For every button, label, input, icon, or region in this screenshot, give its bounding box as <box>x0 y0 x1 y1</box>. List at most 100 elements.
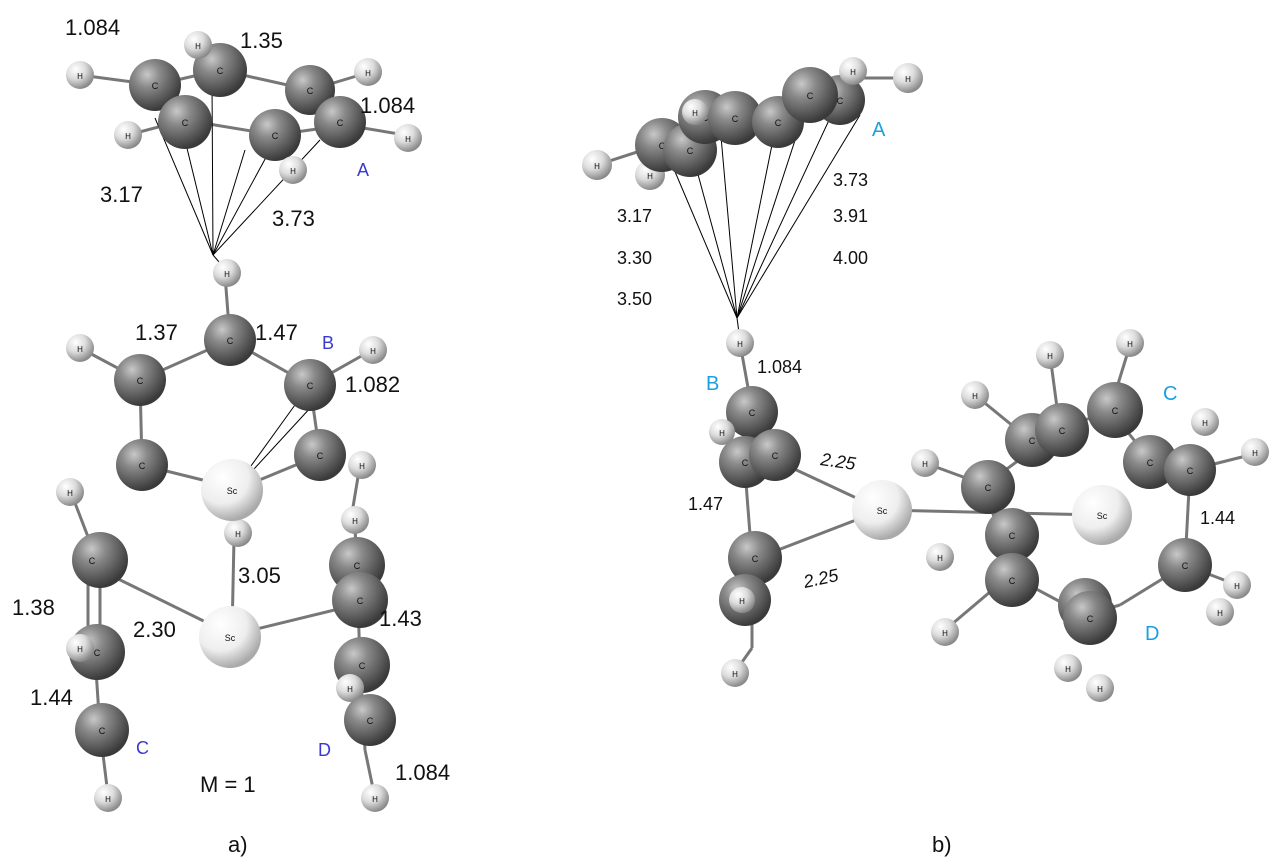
hydrogen-atom: H <box>1054 654 1082 682</box>
hydrogen-atom: H <box>184 31 212 59</box>
hydrogen-atom: H <box>729 587 755 613</box>
hydrogen-atom: H <box>926 543 954 571</box>
svg-text:C: C <box>837 96 844 106</box>
svg-text:H: H <box>732 670 738 679</box>
scandium-atom: Sc <box>201 459 263 521</box>
svg-text:C: C <box>272 131 279 141</box>
hydrogen-atom: H <box>94 784 122 812</box>
hydrogen-atom: H <box>931 618 959 646</box>
fragment-label: D <box>1145 623 1159 645</box>
hydrogen-atom: H <box>341 506 369 534</box>
fragment-label: B <box>706 373 719 395</box>
svg-text:Sc: Sc <box>225 633 236 643</box>
fragment-label: A <box>872 119 886 141</box>
svg-text:H: H <box>405 135 411 144</box>
carbon-atom: C <box>285 65 335 115</box>
hydrogen-atom: H <box>709 419 735 445</box>
svg-text:H: H <box>1047 352 1053 361</box>
carbon-atom: C <box>114 354 166 406</box>
svg-text:C: C <box>1009 531 1016 541</box>
hydrogen-atom: H <box>726 329 754 357</box>
carbon-atom: C <box>708 91 762 145</box>
svg-text:H: H <box>224 270 230 279</box>
distance-label: 1.47 <box>688 494 723 514</box>
carbon-atom: C <box>961 460 1015 514</box>
carbon-atom: C <box>314 96 366 148</box>
carbon-atom: C <box>1063 591 1117 645</box>
svg-text:H: H <box>347 685 353 694</box>
svg-text:C: C <box>1112 406 1119 416</box>
distance-label: 1.44 <box>1200 508 1235 528</box>
hydrogen-atom: H <box>348 451 376 479</box>
svg-text:H: H <box>937 554 943 563</box>
hydrogen-atom: H <box>114 121 142 149</box>
distance-label: 3.30 <box>617 248 652 268</box>
distance-label: 2.25 <box>801 565 841 592</box>
svg-text:H: H <box>125 132 131 141</box>
carbon-atom: C <box>1123 435 1177 489</box>
svg-text:C: C <box>1182 561 1189 571</box>
svg-text:C: C <box>89 556 96 566</box>
hydrogen-atom: H <box>56 478 84 506</box>
hydrogen-atom: H <box>1036 341 1064 369</box>
panel-a-atoms: C C C C C C H H H H H H H C H H C C C C … <box>56 31 422 812</box>
svg-text:C: C <box>752 554 759 564</box>
svg-text:C: C <box>99 726 106 736</box>
hydrogen-atom: H <box>66 61 94 89</box>
distance-label: 3.17 <box>100 182 143 207</box>
carbon-atom: C <box>75 703 129 757</box>
svg-text:C: C <box>357 596 364 606</box>
carbon-atom: C <box>249 109 301 161</box>
carbon-atom: C <box>116 439 168 491</box>
hydrogen-atom: H <box>354 58 382 86</box>
svg-text:H: H <box>942 629 948 638</box>
carbon-atom: C <box>193 43 247 97</box>
hydrogen-atom: H <box>224 519 252 547</box>
hydrogen-atom: H <box>66 334 94 362</box>
svg-text:H: H <box>365 69 371 78</box>
panel-a-fragment-labels: A B C D <box>136 160 369 760</box>
hydrogen-atom: H <box>394 124 422 152</box>
carbon-atom: C <box>1164 444 1216 496</box>
carbon-atom: C <box>1087 382 1143 438</box>
svg-text:H: H <box>1127 340 1133 349</box>
distance-label: 1.35 <box>240 28 283 53</box>
carbon-atom: C <box>728 531 782 585</box>
panel-b-caption: b) <box>932 832 952 857</box>
scandium-atom: Sc <box>852 480 912 540</box>
panel-a-labels: 1.084 1.35 1.084 3.17 3.73 1.37 1.47 1.0… <box>12 15 450 785</box>
hydrogen-atom: H <box>1191 408 1219 436</box>
svg-text:H: H <box>372 795 378 804</box>
carbon-atom: C <box>129 59 181 111</box>
distance-label: 1.084 <box>65 15 120 40</box>
svg-text:C: C <box>1187 466 1194 476</box>
hydrogen-atom: H <box>682 99 708 125</box>
fragment-label: C <box>136 738 149 758</box>
svg-text:H: H <box>195 42 201 51</box>
distance-label: 3.91 <box>833 206 868 226</box>
scandium-atom: Sc <box>1072 485 1132 545</box>
svg-text:C: C <box>1087 614 1094 624</box>
multiplicity-label: M = 1 <box>200 772 256 797</box>
fragment-label: D <box>318 740 331 760</box>
svg-text:H: H <box>850 68 856 77</box>
svg-text:C: C <box>367 716 374 726</box>
carbon-atom: C <box>294 429 346 481</box>
svg-text:H: H <box>905 75 911 84</box>
svg-text:H: H <box>77 345 83 354</box>
carbon-atom: C <box>985 553 1039 607</box>
hydrogen-atom: H <box>359 336 387 364</box>
carbon-atom: C <box>985 508 1039 562</box>
hydrogen-atom: H <box>66 634 94 662</box>
svg-text:Sc: Sc <box>1097 511 1108 521</box>
carbon-atom: C <box>158 95 212 149</box>
panel-b-contact-lines <box>664 114 861 341</box>
svg-text:C: C <box>807 91 814 101</box>
svg-text:C: C <box>1029 436 1036 446</box>
distance-label: 1.084 <box>395 760 450 785</box>
svg-text:Sc: Sc <box>877 506 888 516</box>
svg-text:H: H <box>739 597 745 606</box>
svg-text:C: C <box>732 114 739 124</box>
svg-text:C: C <box>227 336 234 346</box>
